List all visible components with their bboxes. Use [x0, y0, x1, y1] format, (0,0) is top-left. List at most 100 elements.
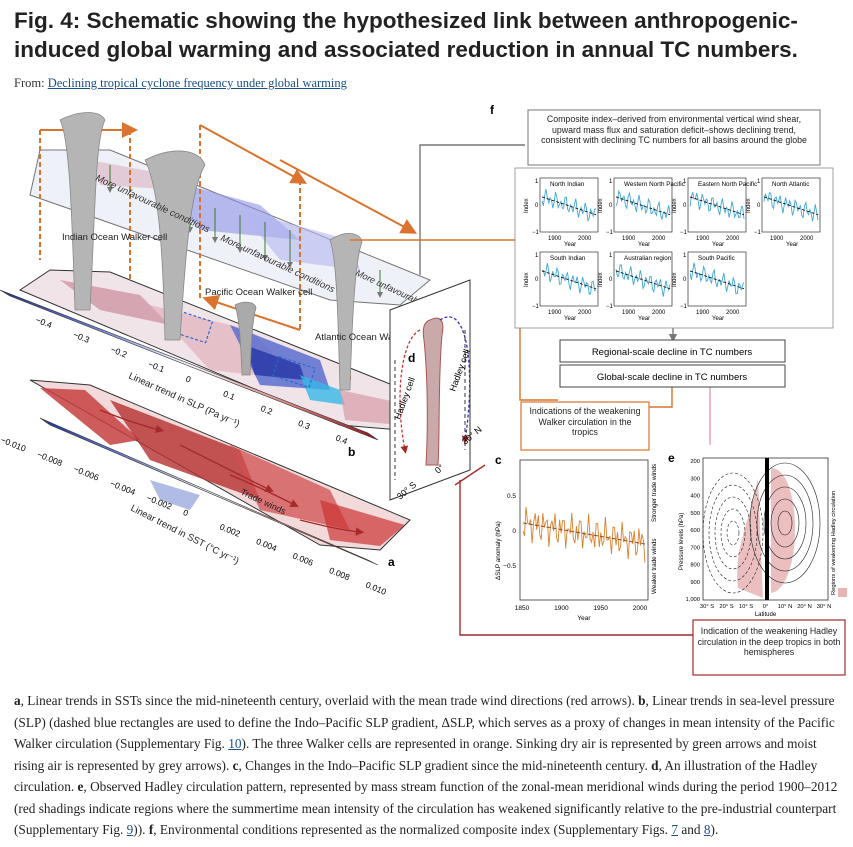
year-tick: 2000 [652, 310, 666, 316]
panel-c-xtick: 2000 [633, 605, 648, 612]
caption-text-e2: )). [133, 822, 149, 837]
basin-name: North Indian [550, 181, 585, 188]
basin-name: Australian region [624, 255, 672, 262]
basin-name: Eastern North Pacific [698, 181, 757, 188]
panel-e-ytick: 200 [690, 459, 700, 465]
panel-e-ytick: 700 [690, 545, 700, 551]
source-line: From: Declining tropical cyclone frequen… [14, 76, 347, 91]
sst-tick: −0.010 [0, 435, 28, 454]
supp-fig-9-link[interactable]: 9 [126, 822, 134, 837]
basin-trend-line [689, 270, 745, 290]
caption-text-a: , Linear trends in SSTs since the mid-ni… [20, 693, 639, 708]
streamfunction-contour [749, 462, 821, 584]
streamfunction-contour [720, 508, 746, 558]
slp-colorbar-ticks: −0.4−0.3−0.2−0.100.10.20.30.4 [34, 315, 349, 447]
figure-caption: a, Linear trends in SSTs since the mid-n… [14, 690, 844, 841]
panel-e-xtick: 20° S [719, 604, 733, 610]
basin-index-line [763, 192, 819, 222]
weaker-trade-winds-label: Weaker trade winds [651, 538, 658, 594]
slp-tick: −0.3 [72, 329, 92, 345]
panel-c-xtick: 1950 [593, 605, 608, 612]
slp-tick: −0.2 [109, 344, 129, 360]
atlantic-walker-label: Atlantic Ocean Walker cell [315, 332, 426, 343]
index-tick: 1 [683, 253, 687, 259]
pacific-walker-label: Pacific Ocean Walker cell [205, 287, 312, 298]
index-axis-label: Index [598, 272, 604, 287]
global-decline-text: Global-scale decline in TC numbers [597, 372, 748, 383]
basin-index-line [541, 263, 597, 296]
sst-tick: 0.002 [218, 522, 242, 539]
panel-e-xtick: 10° S [739, 604, 753, 610]
year-axis-label: Year [712, 242, 724, 248]
streamfunction-contour [756, 474, 814, 572]
year-tick: 2000 [578, 236, 592, 242]
rising-air-plumes [59, 112, 363, 391]
index-tick: −1 [532, 304, 540, 310]
index-tick: 1 [535, 179, 539, 185]
sst-tick: −0.008 [36, 449, 64, 468]
slp-anomaly-trend [522, 522, 646, 545]
panel-e-xtick: 30° S [700, 604, 714, 610]
year-axis-label: Year [564, 316, 576, 322]
caption-text-b: , Linear trends in sea-level pressure (S… [14, 693, 835, 751]
year-tick: 2000 [726, 310, 740, 316]
year-tick: 1900 [622, 236, 636, 242]
index-tick: 1 [757, 179, 761, 185]
source-article-link[interactable]: Declining tropical cyclone frequency und… [47, 76, 347, 90]
caption-letter-f: f [148, 822, 154, 837]
panel-letter-c: c [495, 453, 502, 467]
basin-trend-line [615, 196, 671, 216]
caption-text-d: , An illustration of the Hadley circulat… [14, 757, 818, 795]
basin-trend-line [615, 270, 671, 290]
caption-text-f: , Environmental conditions represented a… [153, 822, 672, 837]
index-axis-label: Index [672, 272, 678, 287]
weakening-region-north [771, 468, 795, 593]
year-axis-label: Year [564, 242, 576, 248]
hadley-indication-box [692, 619, 846, 676]
year-tick: 1900 [770, 236, 784, 242]
index-tick: −1 [532, 230, 540, 236]
supp-fig-8-link[interactable]: 8 [703, 822, 711, 837]
year-tick: 2000 [578, 310, 592, 316]
panel-e-ytick: 400 [690, 494, 700, 500]
caption-text-end: ). [710, 822, 719, 837]
sst-colorbar [39, 417, 379, 566]
caption-letter-c: c [232, 757, 239, 773]
index-axis-label: Index [524, 198, 530, 213]
supp-fig-7-link[interactable]: 7 [671, 822, 678, 837]
index-tick: 0 [535, 277, 539, 283]
index-tick: 0 [609, 203, 613, 209]
hadley-indication-text: Indication of the weakening Hadley circu… [697, 626, 841, 657]
walker-indication-box [520, 401, 650, 451]
slp-tick: 0.3 [297, 418, 312, 432]
basin-trend-line [541, 270, 597, 290]
index-tick: 0 [757, 203, 761, 209]
panel-e-xtick: 0° [763, 604, 769, 610]
basin-name: South Pacific [698, 255, 735, 262]
caption-text-c: , Changes in the Indo–Pacific SLP gradie… [238, 757, 652, 773]
basin-trend-line [689, 196, 745, 216]
index-tick: 0 [535, 203, 539, 209]
panel-e-ylabel: Pressure levels (hPa) [679, 513, 685, 570]
slp-tick: 0 [184, 374, 192, 385]
basin-name: North Atlantic [772, 181, 809, 188]
year-tick: 1900 [622, 310, 636, 316]
slp-tick: −0.4 [34, 315, 54, 331]
supp-fig-10-link[interactable]: 10 [228, 736, 242, 751]
schematic-figure: Trade winds −0.010−0.008−0.006−0.004−0.0… [0, 103, 847, 676]
index-tick: 1 [609, 179, 613, 185]
panel-e-ytick: 500 [690, 511, 700, 517]
year-axis-label: Year [786, 242, 798, 248]
weakening-legend-swatch [838, 588, 847, 597]
index-tick: −1 [606, 304, 614, 310]
index-axis-label: Index [746, 198, 752, 213]
basin-name: Western North Pacific [624, 181, 685, 188]
index-axis-label: Index [672, 198, 678, 213]
panel-letter-e: e [668, 451, 675, 465]
index-tick: −1 [754, 230, 762, 236]
